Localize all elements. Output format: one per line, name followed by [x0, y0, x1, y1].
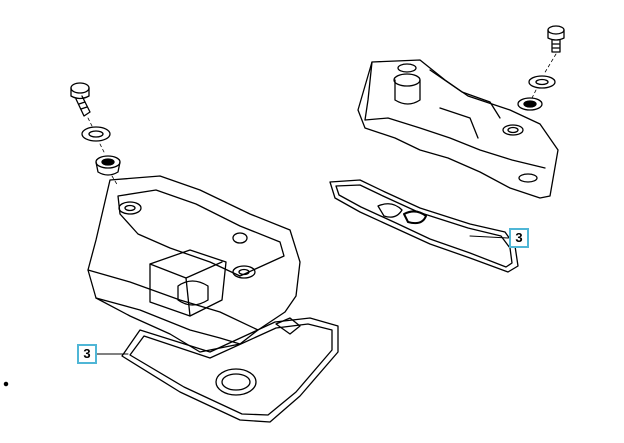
right-grommet	[517, 97, 543, 111]
part-callout-3-right: 3	[509, 228, 529, 248]
left-gasket	[121, 317, 339, 423]
stray-dot	[3, 381, 9, 387]
left-washer	[81, 126, 111, 142]
right-valve-cover	[357, 59, 559, 199]
right-gasket	[329, 179, 519, 273]
left-bolt	[70, 82, 91, 117]
right-alignment-line	[531, 53, 557, 99]
right-washer	[528, 75, 556, 89]
part-callout-3-left: 3	[77, 344, 97, 364]
left-alignment-line	[87, 117, 119, 187]
left-grommet	[95, 155, 121, 176]
leader-line-right	[469, 235, 509, 239]
right-bolt	[547, 25, 565, 53]
